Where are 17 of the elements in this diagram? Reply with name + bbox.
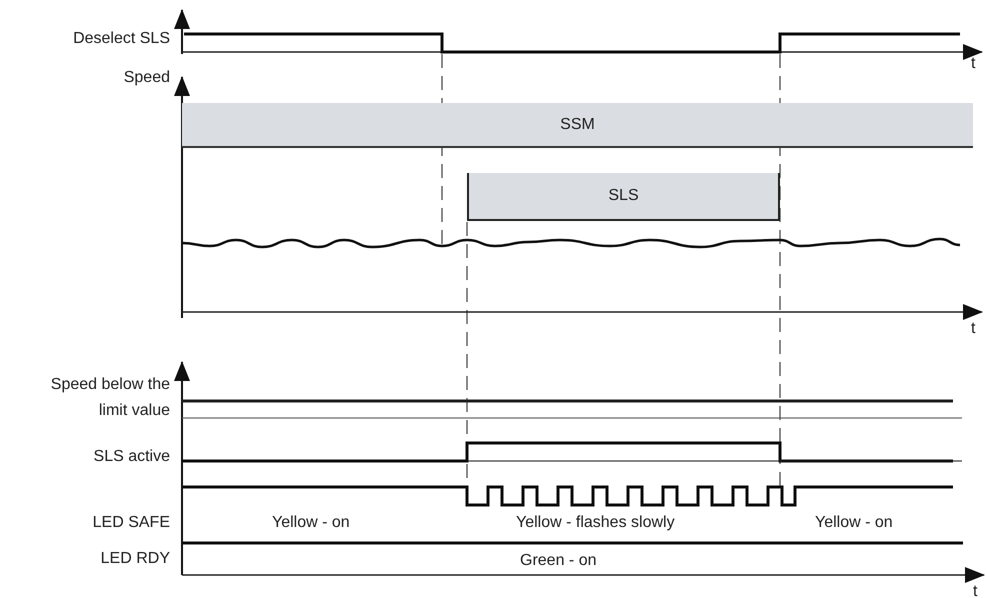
speed-band <box>467 173 780 221</box>
signal-label: SLS active <box>92 448 170 466</box>
state-label: Yellow - flashes slowly <box>516 514 676 532</box>
state-label: Yellow - on <box>272 514 351 532</box>
axis-label: t <box>971 320 976 338</box>
signal-label: LED SAFE <box>92 514 170 532</box>
signal-label: LED RDY <box>100 550 170 568</box>
signal-label: Speed below the limit value <box>50 375 170 421</box>
axis-label: t <box>971 55 976 73</box>
axis-label: Speed <box>122 69 170 87</box>
band-label: SLS <box>608 187 639 205</box>
axis-label: t <box>973 583 978 598</box>
speed-band <box>182 103 973 148</box>
state-label: Green - on <box>520 552 598 570</box>
state-label: Yellow - on <box>815 514 894 532</box>
band-label: SSM <box>560 116 595 134</box>
signal-label: Deselect SLS <box>72 30 170 48</box>
